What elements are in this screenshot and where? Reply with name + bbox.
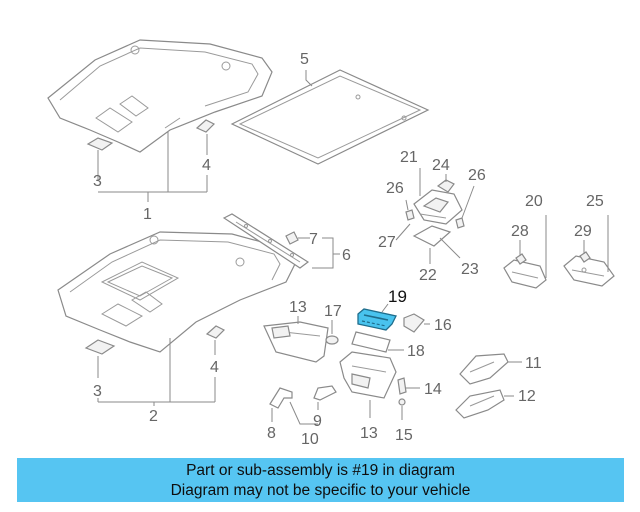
callout-18: 18 (407, 343, 425, 360)
rail-strip-part (222, 213, 310, 269)
highlighted-part-19 (357, 308, 397, 331)
callout-26: 26 (386, 180, 404, 197)
callout-20: 20 (525, 193, 543, 210)
callout-7: 7 (309, 231, 318, 248)
callout-27: 27 (378, 234, 396, 251)
bracket-part (459, 353, 509, 385)
screw-part (398, 398, 406, 406)
callout-29: 29 (574, 223, 592, 240)
callout-11: 11 (525, 355, 542, 372)
callout-12: 12 (518, 388, 536, 405)
callout-3: 3 (93, 173, 102, 190)
clip-part (325, 335, 339, 345)
callout-4: 4 (202, 157, 211, 174)
callout-28: 28 (511, 223, 529, 240)
roof-panel-part (230, 69, 430, 165)
grab-handle-part (269, 387, 293, 409)
map-lamp-part (563, 255, 615, 287)
mirror-part (351, 331, 391, 353)
callout-19: 19 (388, 287, 407, 306)
callout-4: 4 (210, 359, 219, 376)
bracket-part (403, 313, 425, 333)
callout-2: 2 (149, 408, 158, 425)
parts-diagram: 3 4 1 5 3 4 2 7 6 13 17 19 16 18 14 13 1… (47, 39, 615, 448)
clip-part (455, 217, 465, 229)
callouts: 3 4 1 5 3 4 2 7 6 13 17 19 16 18 14 13 1… (93, 51, 604, 448)
callout-5: 5 (300, 51, 309, 68)
callout-25: 25 (586, 193, 604, 210)
bracket-part (455, 389, 505, 419)
callout-22: 22 (419, 267, 437, 284)
callout-14: 14 (424, 381, 442, 398)
callout-24: 24 (432, 157, 450, 174)
clip-part (195, 119, 216, 133)
callout-26: 26 (468, 167, 486, 184)
headliner-sunroof-part (57, 231, 297, 353)
clip-part (285, 231, 299, 245)
map-lamp-part (503, 259, 547, 289)
callout-13: 13 (360, 425, 378, 442)
banner-line-2: Diagram may not be specific to your vehi… (170, 482, 471, 499)
bulb-part (436, 179, 455, 193)
callout-23: 23 (461, 261, 479, 278)
callout-17: 17 (324, 303, 342, 320)
callout-8: 8 (267, 425, 276, 442)
callout-3: 3 (93, 383, 102, 400)
pad-part (84, 339, 116, 355)
banner-line-1: Part or sub-assembly is #19 in diagram (186, 462, 455, 479)
headliner-part (47, 39, 273, 153)
grab-handle-part (313, 385, 337, 401)
callout-1: 1 (143, 206, 152, 223)
callout-10: 10 (301, 431, 319, 448)
callout-13: 13 (289, 299, 307, 316)
callout-6: 6 (342, 247, 351, 264)
clip-part (405, 209, 415, 221)
callout-21: 21 (400, 149, 418, 166)
info-banner: Part or sub-assembly is #19 in diagram D… (17, 458, 624, 502)
sun-visor-part (339, 351, 397, 399)
callout-16: 16 (434, 317, 452, 334)
lens-part (412, 225, 452, 247)
clip-part (397, 377, 407, 395)
pad-part (86, 137, 114, 151)
callout-9: 9 (313, 413, 322, 430)
sun-visor-part (263, 321, 329, 363)
callout-15: 15 (395, 427, 413, 444)
dome-lamp-part (413, 189, 463, 225)
clip-part (205, 325, 226, 339)
